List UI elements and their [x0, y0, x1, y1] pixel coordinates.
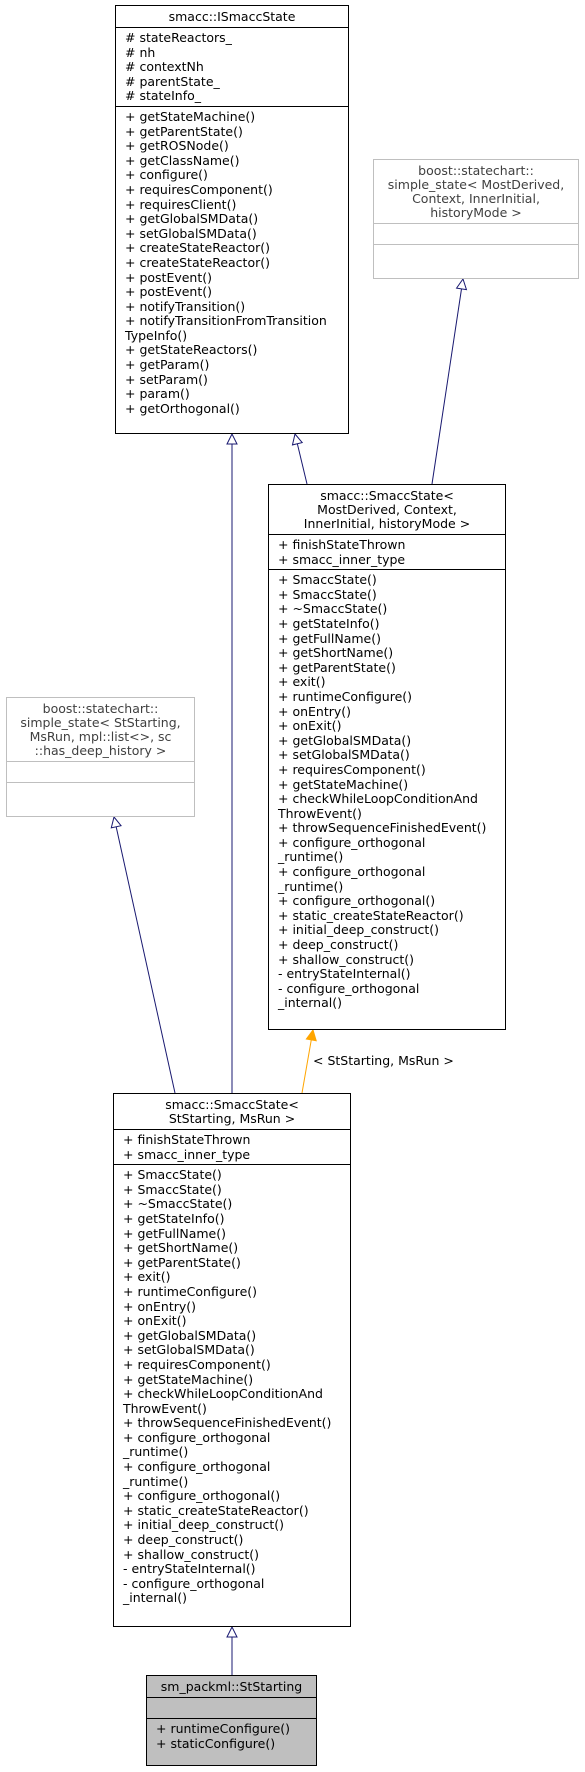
- class-ststarting[interactable]: sm_packml::StStarting + runtimeConfigure…: [146, 1675, 317, 1766]
- class-title: boost::statechart:: simple_state< StStar…: [20, 701, 181, 758]
- edge-smaccstate-specific-to-simplestate-specific: [114, 817, 176, 1094]
- class-simplestate-specific[interactable]: boost::statechart:: simple_state< StStar…: [6, 697, 195, 817]
- edge-smaccstate-generic-to-simplestate-generic: [431, 279, 463, 485]
- methods-section: + getStateMachine() + getParentState() +…: [116, 105, 348, 418]
- class-title: smacc::SmaccState< StStarting, MsRun >: [165, 1097, 299, 1126]
- methods-section: [374, 244, 578, 265]
- attributes-section: [7, 761, 194, 782]
- edge-template-binding: [301, 1030, 313, 1094]
- methods-section: + SmaccState() + SmaccState() + ~SmaccSt…: [269, 569, 505, 1013]
- methods-section: + runtimeConfigure() + staticConfigure(): [147, 1718, 316, 1753]
- attributes-section: [147, 1697, 316, 1718]
- attributes-section: + finishStateThrown + smacc_inner_type: [269, 534, 505, 569]
- methods-section: [7, 782, 194, 803]
- edge-smaccstate-generic-to-ismaccstate: [295, 434, 308, 485]
- methods-section: + SmaccState() + SmaccState() + ~SmaccSt…: [114, 1164, 350, 1608]
- class-smaccstate-generic[interactable]: smacc::SmaccState< MostDerived, Context,…: [268, 484, 506, 1030]
- class-title: smacc::SmaccState< MostDerived, Context,…: [303, 488, 471, 531]
- attributes-section: [374, 223, 578, 244]
- attributes-section: + finishStateThrown + smacc_inner_type: [114, 1129, 350, 1164]
- class-title: sm_packml::StStarting: [160, 1679, 303, 1694]
- class-smaccstate-specific[interactable]: smacc::SmaccState< StStarting, MsRun > +…: [113, 1093, 351, 1627]
- template-binding-label: < StStarting, MsRun >: [313, 1053, 454, 1068]
- attributes-section: # stateReactors_ # nh # contextNh # pare…: [116, 27, 348, 106]
- class-ismaccstate[interactable]: smacc::ISmaccState # stateReactors_ # nh…: [115, 5, 349, 434]
- class-title: smacc::ISmaccState: [168, 9, 296, 24]
- class-title: boost::statechart:: simple_state< MostDe…: [387, 163, 565, 220]
- class-simplestate-generic[interactable]: boost::statechart:: simple_state< MostDe…: [373, 159, 579, 279]
